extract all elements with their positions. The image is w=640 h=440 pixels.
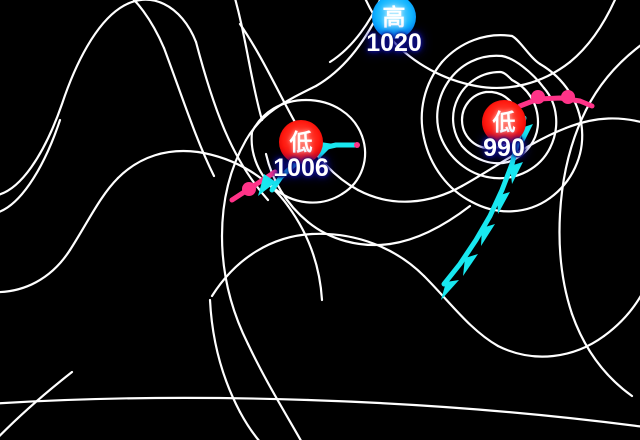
isobar-line	[460, 144, 510, 165]
warm-front-bump	[242, 182, 256, 196]
isobar-line	[234, 0, 264, 122]
isobar-line	[456, 70, 502, 100]
isobar-line	[0, 248, 72, 294]
pressure-value-label: 1020	[366, 29, 422, 57]
isobar-line	[558, 212, 574, 316]
isobar-line	[568, 0, 617, 64]
isobar-line	[238, 410, 260, 440]
isobar-line	[0, 118, 62, 213]
isobar-line	[220, 138, 248, 238]
isobar-line	[470, 196, 552, 213]
isobar-line	[474, 60, 572, 89]
cold-front-barb	[258, 174, 276, 196]
isobar-line	[310, 232, 426, 278]
isobar-line	[116, 149, 200, 180]
isobar-line	[356, 184, 464, 203]
low-pressure-symbol: 低	[482, 100, 526, 144]
isobar-line	[548, 128, 584, 200]
isobar-line	[306, 220, 392, 247]
cold-front-southwest-990	[441, 115, 533, 300]
isobar-line	[570, 312, 634, 398]
warm-front-bumps	[242, 182, 256, 196]
isobar-line	[510, 78, 540, 124]
isobar-line	[500, 54, 546, 90]
cold-front-barb	[481, 224, 495, 246]
isobar-line	[210, 232, 314, 298]
cold-front-line	[441, 115, 527, 287]
isobar-line	[510, 34, 542, 66]
isobar-line	[446, 54, 504, 84]
pressure-value-label: 1006	[273, 154, 329, 182]
isobar-line	[250, 98, 308, 134]
isobar-line	[496, 334, 606, 358]
isobar-line	[498, 70, 514, 82]
isobar-line	[340, 134, 367, 196]
isobar-line	[440, 34, 514, 64]
cold-front-barb	[441, 280, 459, 300]
isobar-line	[436, 80, 450, 142]
high-pressure-symbol: 高	[372, 0, 416, 39]
isobar-line	[220, 234, 250, 346]
isobar-line	[460, 90, 488, 122]
pressure-value-label: 990	[483, 134, 525, 162]
isobar-line	[564, 117, 640, 130]
isobar-line	[196, 150, 290, 208]
isobar-line	[584, 44, 640, 112]
isobar-line	[492, 146, 552, 180]
isobar-line	[264, 152, 310, 224]
warm-front-bump	[531, 90, 545, 104]
isobar-line	[390, 38, 478, 88]
isobar-line	[306, 398, 640, 428]
isobar-line	[68, 176, 120, 252]
cold-front-barb	[510, 162, 523, 184]
isobar-line	[452, 96, 464, 148]
isobar-line	[0, 370, 74, 438]
low-pressure-symbol: 低	[279, 120, 323, 164]
isobar-line	[422, 136, 474, 204]
isobar-line	[420, 60, 444, 140]
isobar-line	[286, 204, 324, 302]
isobar-line	[272, 186, 344, 204]
isobar-line	[132, 0, 166, 50]
isobar-line	[162, 46, 216, 178]
isobar-line	[388, 204, 472, 246]
isobar-line	[542, 86, 558, 150]
isobar-line	[460, 118, 488, 150]
isobar-line	[246, 342, 302, 440]
isobar-line	[208, 298, 242, 414]
isobar-line	[304, 98, 364, 138]
warm-front-bumps	[531, 90, 575, 104]
isobar-line	[602, 294, 640, 338]
cold-front-barb	[497, 192, 510, 214]
isobar-line	[0, 396, 310, 405]
isobar-line	[328, 0, 382, 64]
warm-front-bump	[561, 90, 575, 104]
isobar-line	[238, 22, 298, 126]
isobar-line	[0, 0, 198, 196]
isobar-line	[440, 138, 496, 180]
front-endpoint-dot	[354, 142, 360, 148]
isobar-line	[422, 274, 500, 348]
cold-front-barb	[463, 254, 478, 276]
